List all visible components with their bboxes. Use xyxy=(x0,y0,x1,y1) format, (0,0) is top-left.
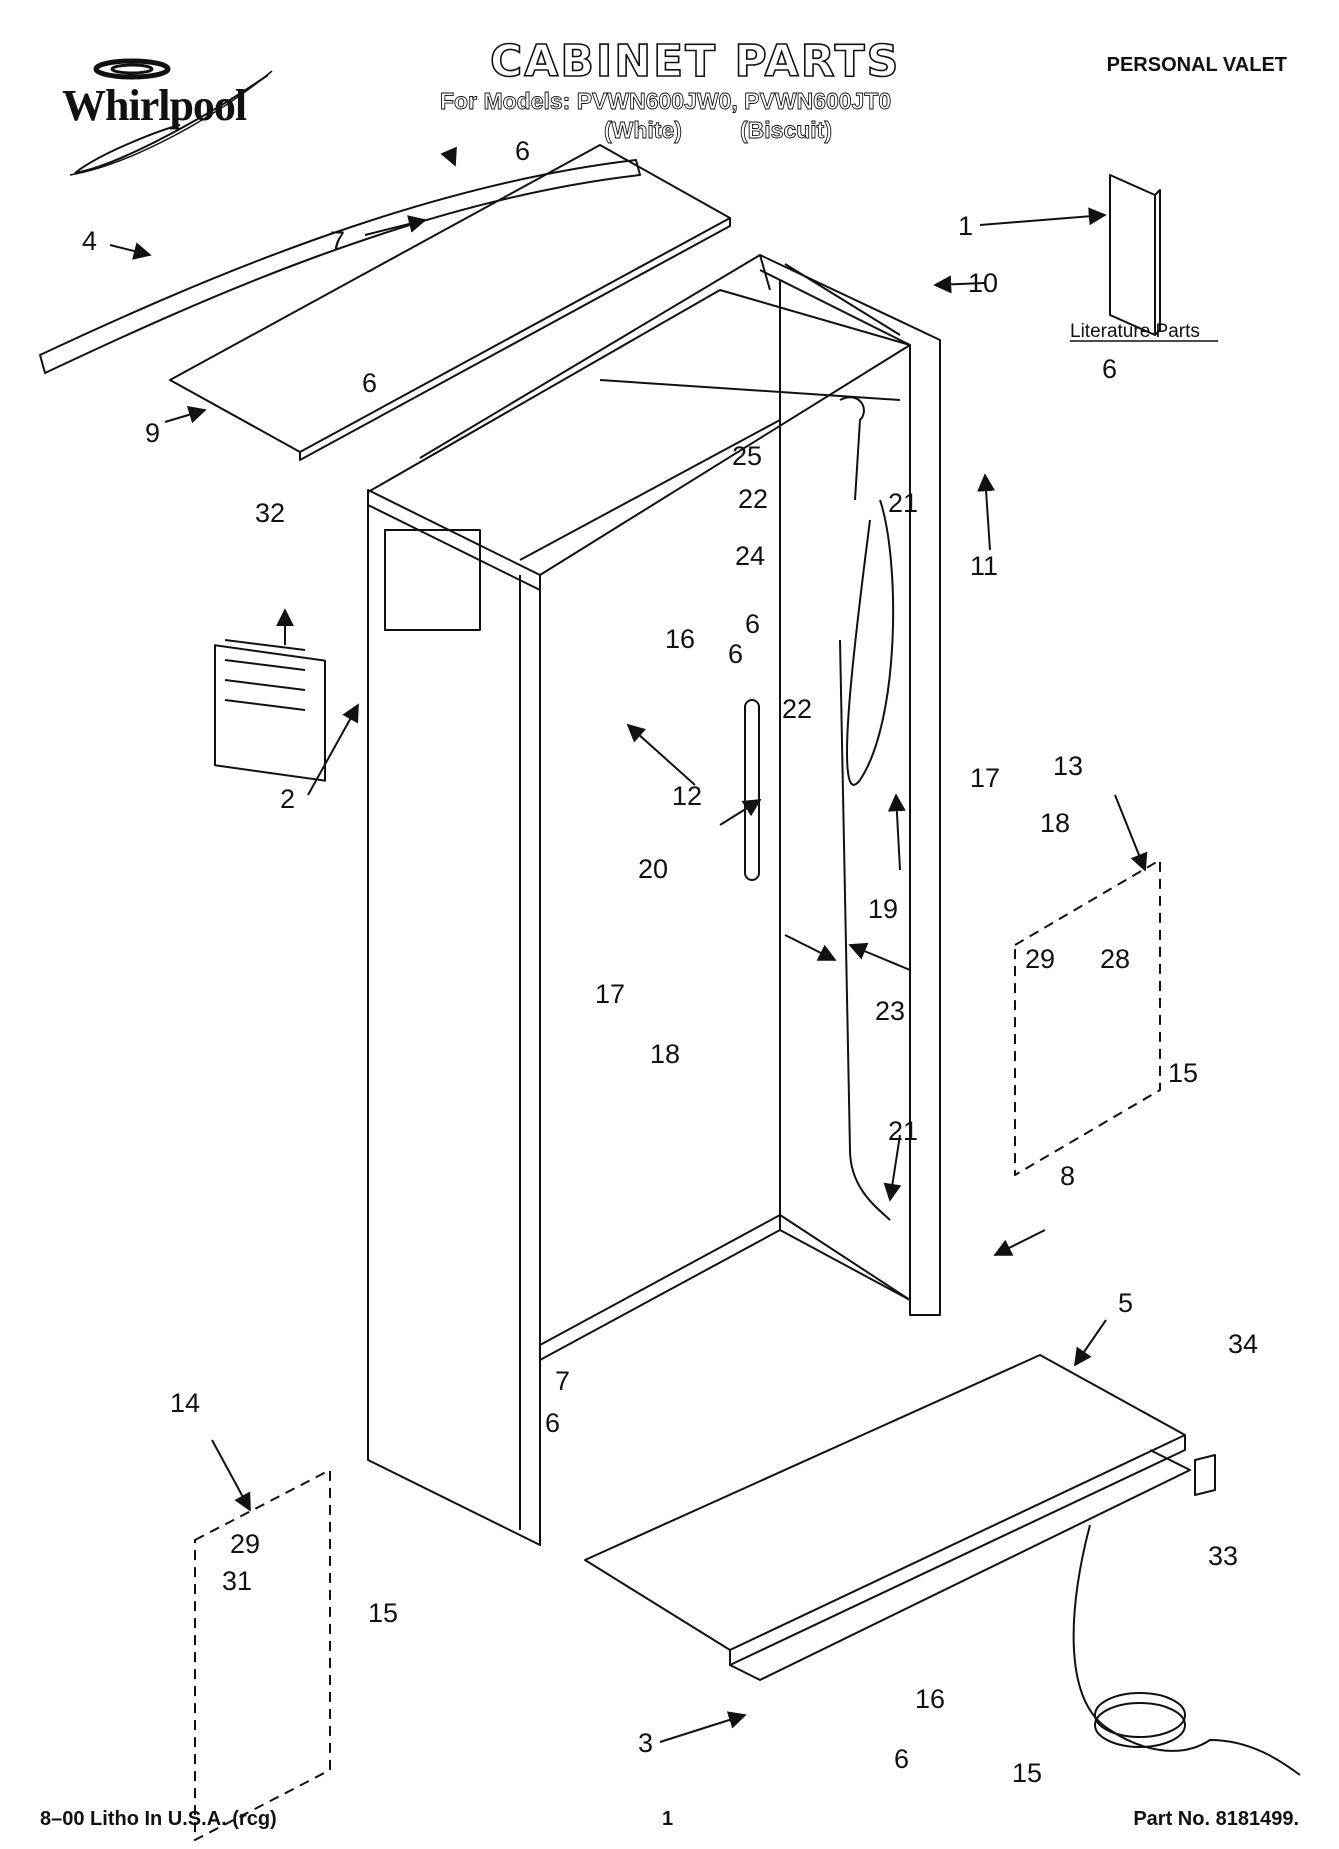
whirlpool-logo xyxy=(69,58,273,176)
callout-2: 2 xyxy=(280,784,295,814)
literature-parts-book xyxy=(1109,174,1156,336)
callout-6b: 6 xyxy=(362,368,377,398)
brand-wordmark: Whirlpool xyxy=(62,81,247,130)
callout-7b: 7 xyxy=(555,1366,570,1396)
callout-10: 10 xyxy=(968,268,998,298)
callout-14: 14 xyxy=(170,1388,200,1418)
callout-17a: 17 xyxy=(970,763,1000,793)
tube-20 xyxy=(744,699,760,881)
hose-19 xyxy=(846,499,895,786)
callout-21b: 21 xyxy=(888,1116,918,1146)
product-name: PERSONAL VALET xyxy=(1106,54,1287,76)
base-panel xyxy=(584,1354,1186,1651)
callout-17b: 17 xyxy=(595,979,625,1009)
callout-1: 1 xyxy=(958,211,973,241)
callout-15a: 15 xyxy=(1168,1058,1198,1088)
callout-19: 19 xyxy=(868,894,898,924)
callout-24: 24 xyxy=(735,541,765,571)
callout-28: 28 xyxy=(1100,944,1130,974)
callout-6f: 6 xyxy=(894,1744,909,1774)
cabinet-side-panel xyxy=(367,489,541,1546)
cord-clamp xyxy=(1194,1454,1216,1496)
callout-6e: 6 xyxy=(545,1408,560,1438)
callout-7a: 7 xyxy=(330,226,345,256)
callout-15c: 15 xyxy=(1012,1758,1042,1788)
models-line: For Models: PVWN600JW0, PVWN600JT0 xyxy=(440,88,892,115)
callout-9: 9 xyxy=(145,418,160,448)
hose-25 xyxy=(839,396,865,501)
callout-3: 3 xyxy=(638,1728,653,1758)
callout-25: 25 xyxy=(732,441,762,471)
hose-23 xyxy=(839,639,891,1221)
callout-31: 31 xyxy=(222,1566,252,1596)
callout-22a: 22 xyxy=(738,484,768,514)
callout-8: 8 xyxy=(1060,1161,1075,1191)
footer-part-number: Part No. 8181499. xyxy=(1133,1808,1299,1830)
callout-6c: 6 xyxy=(1102,354,1117,384)
color-biscuit-label: (Biscuit) xyxy=(740,117,833,144)
footer-page-number: 1 xyxy=(662,1808,674,1830)
callout-16a: 16 xyxy=(665,624,695,654)
page-title: CABINET PARTS xyxy=(489,35,901,88)
callout-16b: 16 xyxy=(915,1684,945,1714)
callout-6a: 6 xyxy=(515,136,530,166)
top-panel xyxy=(169,144,731,453)
front-grille xyxy=(214,644,326,782)
callout-18b: 18 xyxy=(650,1039,680,1069)
callout-32: 32 xyxy=(255,498,285,528)
callout-12: 12 xyxy=(672,781,702,811)
color-white-label: (White) xyxy=(604,117,683,144)
footer-litho: 8–00 Litho In U.S.A. (rcg) xyxy=(40,1808,277,1830)
callout-5: 5 xyxy=(1118,1288,1133,1318)
callout-21a: 21 xyxy=(888,488,918,518)
callout-6g: 6 xyxy=(745,609,760,639)
callout-34: 34 xyxy=(1228,1329,1258,1359)
callout-20: 20 xyxy=(638,854,668,884)
power-cord xyxy=(1072,1524,1301,1776)
top-trim-strip xyxy=(39,159,641,374)
callout-29a: 29 xyxy=(1025,944,1055,974)
callout-33: 33 xyxy=(1208,1541,1238,1571)
callout-4: 4 xyxy=(82,226,97,256)
literature-parts-label: Literature Parts xyxy=(1070,321,1200,342)
callout-18a: 18 xyxy=(1040,808,1070,838)
callout-29b: 29 xyxy=(230,1529,260,1559)
callout-22b: 22 xyxy=(782,694,812,724)
callout-11: 11 xyxy=(970,551,998,581)
callout-23: 23 xyxy=(875,996,905,1026)
callout-13: 13 xyxy=(1053,751,1083,781)
callout-6d: 6 xyxy=(728,639,743,669)
callout-15b: 15 xyxy=(368,1598,398,1628)
